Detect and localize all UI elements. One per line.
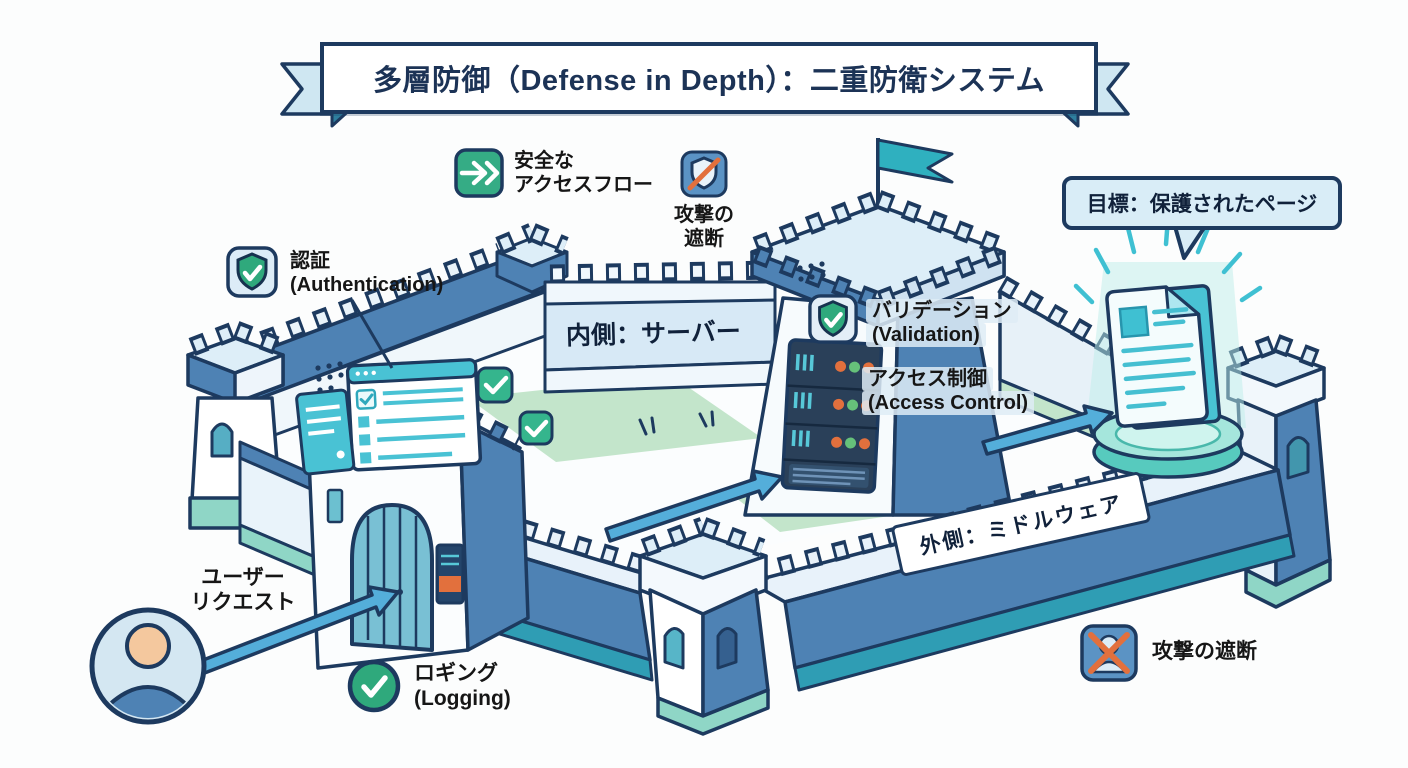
user-request-arrow [196,585,400,676]
check-badge-1 [476,366,514,404]
authentication-icon [226,246,278,298]
attack-block-bottom-icon [1080,624,1138,682]
dots-decoration [315,261,826,393]
server-rack [780,338,884,494]
title-text: 多層防御（Defense in Depth）：二重防衛システム [372,65,1045,97]
protected-page-target [1073,215,1263,479]
secure-flow-icon [454,148,504,198]
attack-block-bottom-label: 攻撃の遮断 [1152,640,1257,663]
floating-document-card [295,388,356,476]
goal-label: 目標：保護されたページ [1086,193,1318,216]
validation-label: バリデーション (Validation) [866,299,1018,347]
floating-browser-window [345,358,483,472]
castle-flag [876,138,954,184]
glow-rays [1073,215,1263,305]
title-banner: 多層防御（Defense in Depth）：二重防衛システム [320,42,1098,114]
protected-page-document [1105,284,1222,430]
goal-bubble: 目標：保護されたページ [1062,176,1342,230]
to-target-arrow [981,404,1114,456]
inner-layer-label: 内側：サーバー [565,317,742,351]
courtyard-arrow [604,469,784,543]
secure-flow-label: 安全な アクセスフロー [514,150,653,196]
attack-block-top-icon [680,150,728,198]
authentication-label: 認証 (Authentication) [290,250,444,296]
check-badge-2 [518,410,554,446]
logging-icon [346,658,402,714]
left-front-wall [238,440,324,580]
access-control-label: アクセス制御 (Access Control) [862,367,1035,415]
user-avatar [89,607,207,725]
auth-pointer-line [350,299,394,369]
logging-label: ロギング (Logging) [414,662,511,710]
validation-icon [808,294,858,344]
user-request-label: ユーザー リクエスト [190,566,296,614]
attack-block-top-label: 攻撃の 遮断 [674,204,734,250]
bottom-corner-tower [638,517,770,736]
flow-arrows [196,404,1114,676]
gate-door [350,503,434,652]
inner-back-wall [543,260,777,394]
